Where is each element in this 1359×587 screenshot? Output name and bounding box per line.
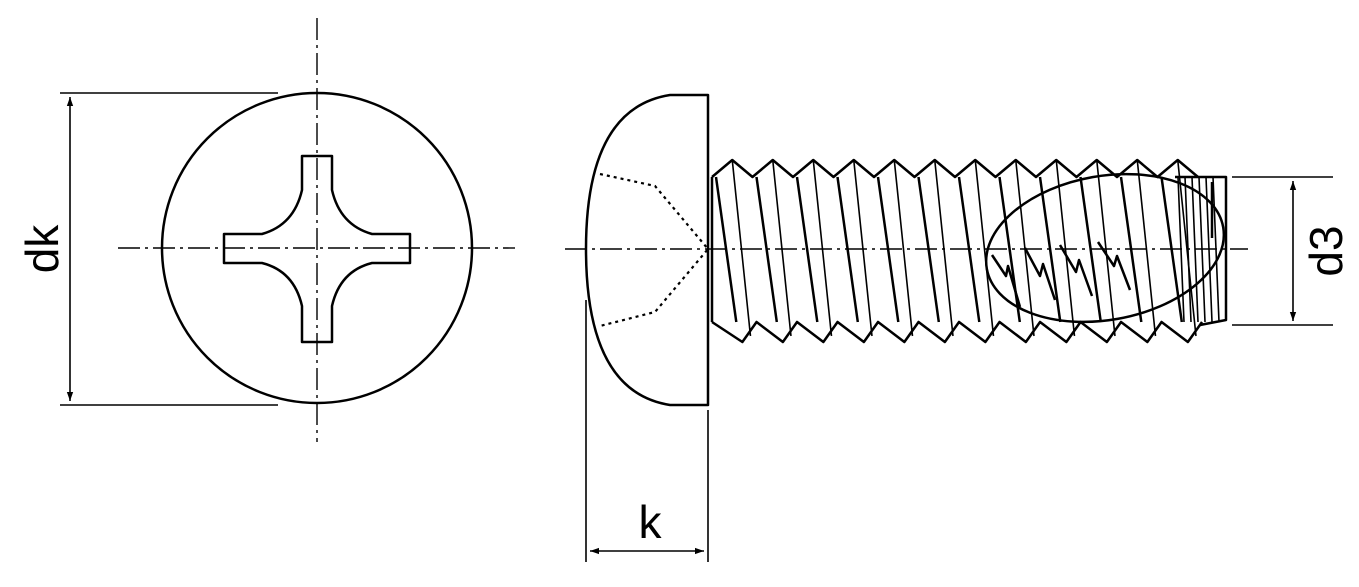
thread-flank-line xyxy=(795,176,819,323)
k-dimension: k xyxy=(585,300,709,562)
phillips-recess-cross xyxy=(222,154,412,344)
taper-thread-line xyxy=(1184,176,1192,323)
thread-crest-line xyxy=(974,159,995,337)
head-top-view xyxy=(118,18,515,442)
thread-bottom-profile xyxy=(711,320,1204,344)
thread-crest-line xyxy=(933,159,954,337)
thread-flank-line xyxy=(917,176,941,323)
thread-flank-line xyxy=(1038,176,1062,323)
forming-flute-2 xyxy=(1023,247,1057,301)
thread-end-outline xyxy=(1175,175,1228,327)
thread-crest-line xyxy=(1095,159,1116,337)
thread-crest-line xyxy=(852,159,873,337)
forming-flute-1 xyxy=(990,254,1022,308)
d3-label: d3 xyxy=(1300,225,1352,276)
forming-flute-4 xyxy=(1096,241,1132,291)
thread-flank-line xyxy=(957,176,981,323)
thread-crest-line xyxy=(1176,159,1197,337)
recess-hidden-line xyxy=(599,172,710,328)
thread-body xyxy=(710,158,1220,344)
taper-thread-line xyxy=(1205,176,1213,323)
taper-thread-line xyxy=(1191,176,1199,323)
taper-thread-line xyxy=(1212,176,1220,323)
thread-crest-line xyxy=(771,159,792,337)
thread-forming-section xyxy=(984,172,1226,324)
thread-crest-line xyxy=(1055,159,1076,337)
k-label: k xyxy=(639,496,663,548)
pan-head-outline xyxy=(584,93,710,407)
screw-side-view xyxy=(565,93,1248,407)
thread-crest-line xyxy=(893,159,914,337)
thread-flank-line xyxy=(755,176,779,323)
d3-dimension: d3 xyxy=(1232,176,1352,326)
taper-thread-line xyxy=(1198,176,1206,323)
thread-crest-line xyxy=(731,159,752,337)
thread-flank-line xyxy=(836,176,860,323)
thread-crest-line xyxy=(812,159,833,337)
thread-crest-line xyxy=(1136,159,1157,337)
thread-crest-line xyxy=(1014,159,1035,337)
thread-top-profile xyxy=(711,158,1199,179)
thread-flank-line xyxy=(1119,176,1143,323)
thread-flank-line xyxy=(1079,176,1103,323)
head-outline-circle xyxy=(160,91,474,405)
thread-flank-line xyxy=(876,176,900,323)
thread-flank-line xyxy=(714,176,738,323)
forming-flute-3 xyxy=(1058,244,1094,297)
dk-dimension: dk xyxy=(16,92,278,406)
dk-label: dk xyxy=(16,224,68,274)
taper-thread-line xyxy=(1177,176,1185,323)
